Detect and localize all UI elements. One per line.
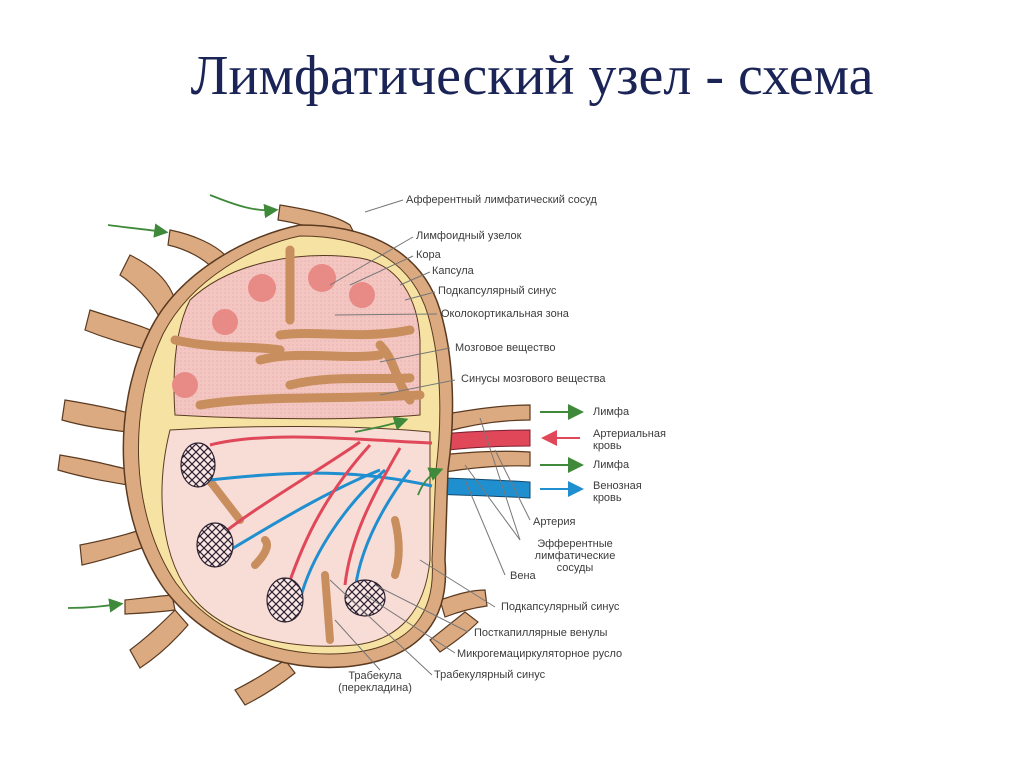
legend-venous-1: Венозная (593, 480, 642, 492)
label-subcapsular-sinus-top: Подкапсулярный синус (438, 285, 557, 297)
label-efferent-3: сосуды (556, 562, 594, 574)
leader-lines (329, 199, 531, 676)
legend-lymph-1: Лимфа (593, 406, 630, 418)
label-medullary-sinuses: Синусы мозгового вещества (461, 373, 606, 385)
label-efferent-2: лимфатические (534, 550, 616, 562)
label-trabecula: Трабекула (перекладина) (325, 670, 425, 694)
label-trabecula-2: (перекладина) (338, 682, 412, 694)
label-cortex: Кора (416, 249, 441, 261)
label-postcapillary-venules: Посткапиллярные венулы (474, 627, 608, 639)
label-artery: Артерия (533, 516, 576, 528)
page-title: Лимфатический узел - схема (190, 45, 874, 107)
lymphoid-follicles (172, 264, 375, 398)
medullary-cords (170, 245, 425, 410)
label-lymphoid-nodule: Лимфоидный узелок (416, 230, 522, 242)
label-capsule: Капсула (432, 265, 474, 277)
capillary-beds (180, 442, 386, 623)
label-trabecular-sinus: Трабекулярный синус (434, 669, 546, 681)
label-vein: Вена (510, 570, 536, 582)
label-subcapsular-sinus-bottom: Подкапсулярный синус (501, 601, 620, 613)
label-efferent-vessels: Эфферентные лимфатические сосуды (520, 538, 630, 574)
label-microcirculation: Микрогемациркуляторное русло (457, 648, 623, 660)
legend-arterial-1: Артериальная (593, 428, 666, 440)
legend-venous-2: кровь (593, 492, 622, 504)
legend-arterial-2: кровь (593, 440, 622, 452)
artery-vessel (429, 429, 531, 453)
label-afferent-vessel: Афферентный лимфатический сосуд (406, 194, 597, 206)
label-trabecula-1: Трабекула (348, 670, 402, 682)
label-medulla: Мозговое вещество (455, 342, 556, 354)
label-paracortical-zone: Околокортикальная зона (441, 308, 569, 320)
legend-lymph-2: Лимфа (593, 459, 630, 471)
label-efferent-1: Эфферентные (537, 538, 613, 550)
